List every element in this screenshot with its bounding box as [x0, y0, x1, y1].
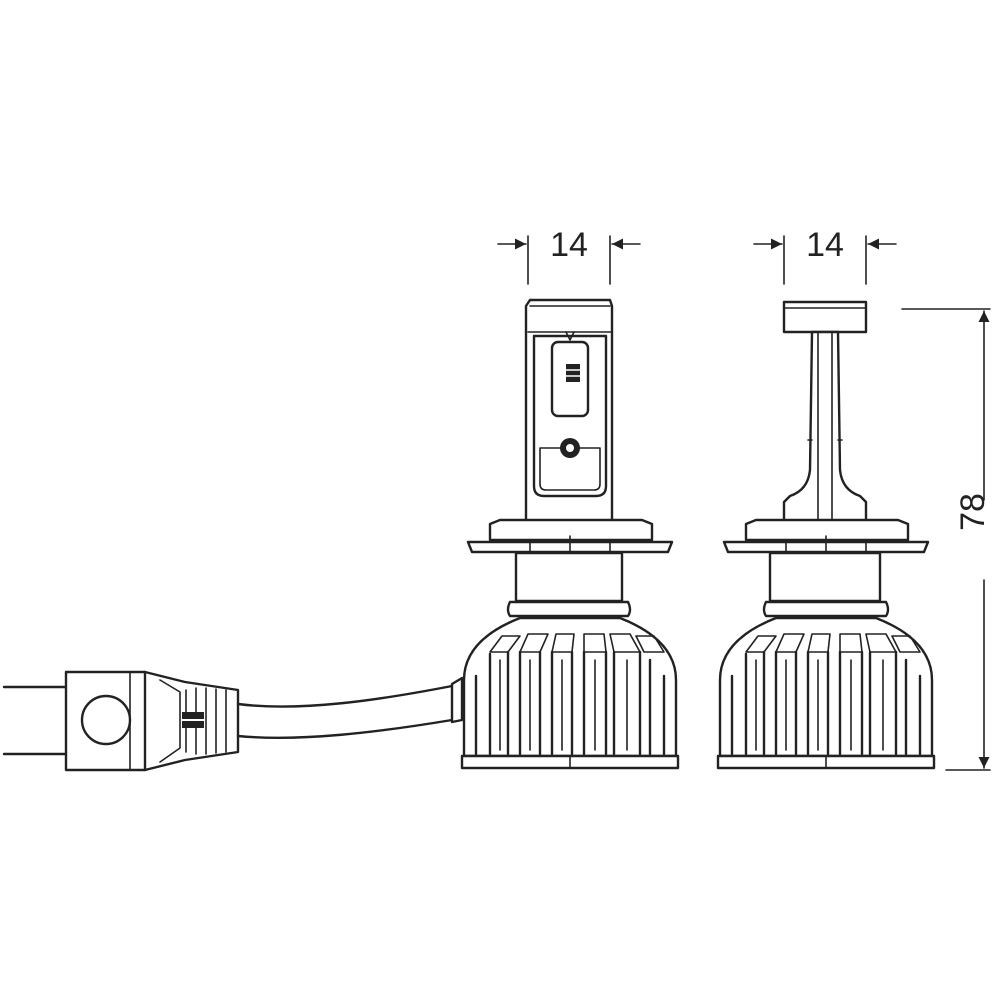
mounting-flange-side [722, 518, 930, 618]
led-stem [782, 300, 868, 524]
dimension-left-width: 14 [497, 226, 641, 285]
led-chip-housing [524, 298, 614, 524]
dimension-label-height: 78 [954, 493, 992, 531]
connector-plug [2, 670, 240, 772]
fin-heatsink-side [716, 616, 936, 770]
dimension-label-right-width: 14 [806, 226, 844, 264]
mounting-flange [466, 518, 674, 618]
fin-heatsink [460, 616, 680, 770]
dimension-label-left-width: 14 [550, 226, 588, 264]
right-bulb [716, 300, 936, 770]
left-bulb [460, 298, 680, 770]
dimension-right-width: 14 [753, 226, 897, 285]
dimension-height: 78 [901, 308, 992, 771]
cable [236, 676, 464, 739]
